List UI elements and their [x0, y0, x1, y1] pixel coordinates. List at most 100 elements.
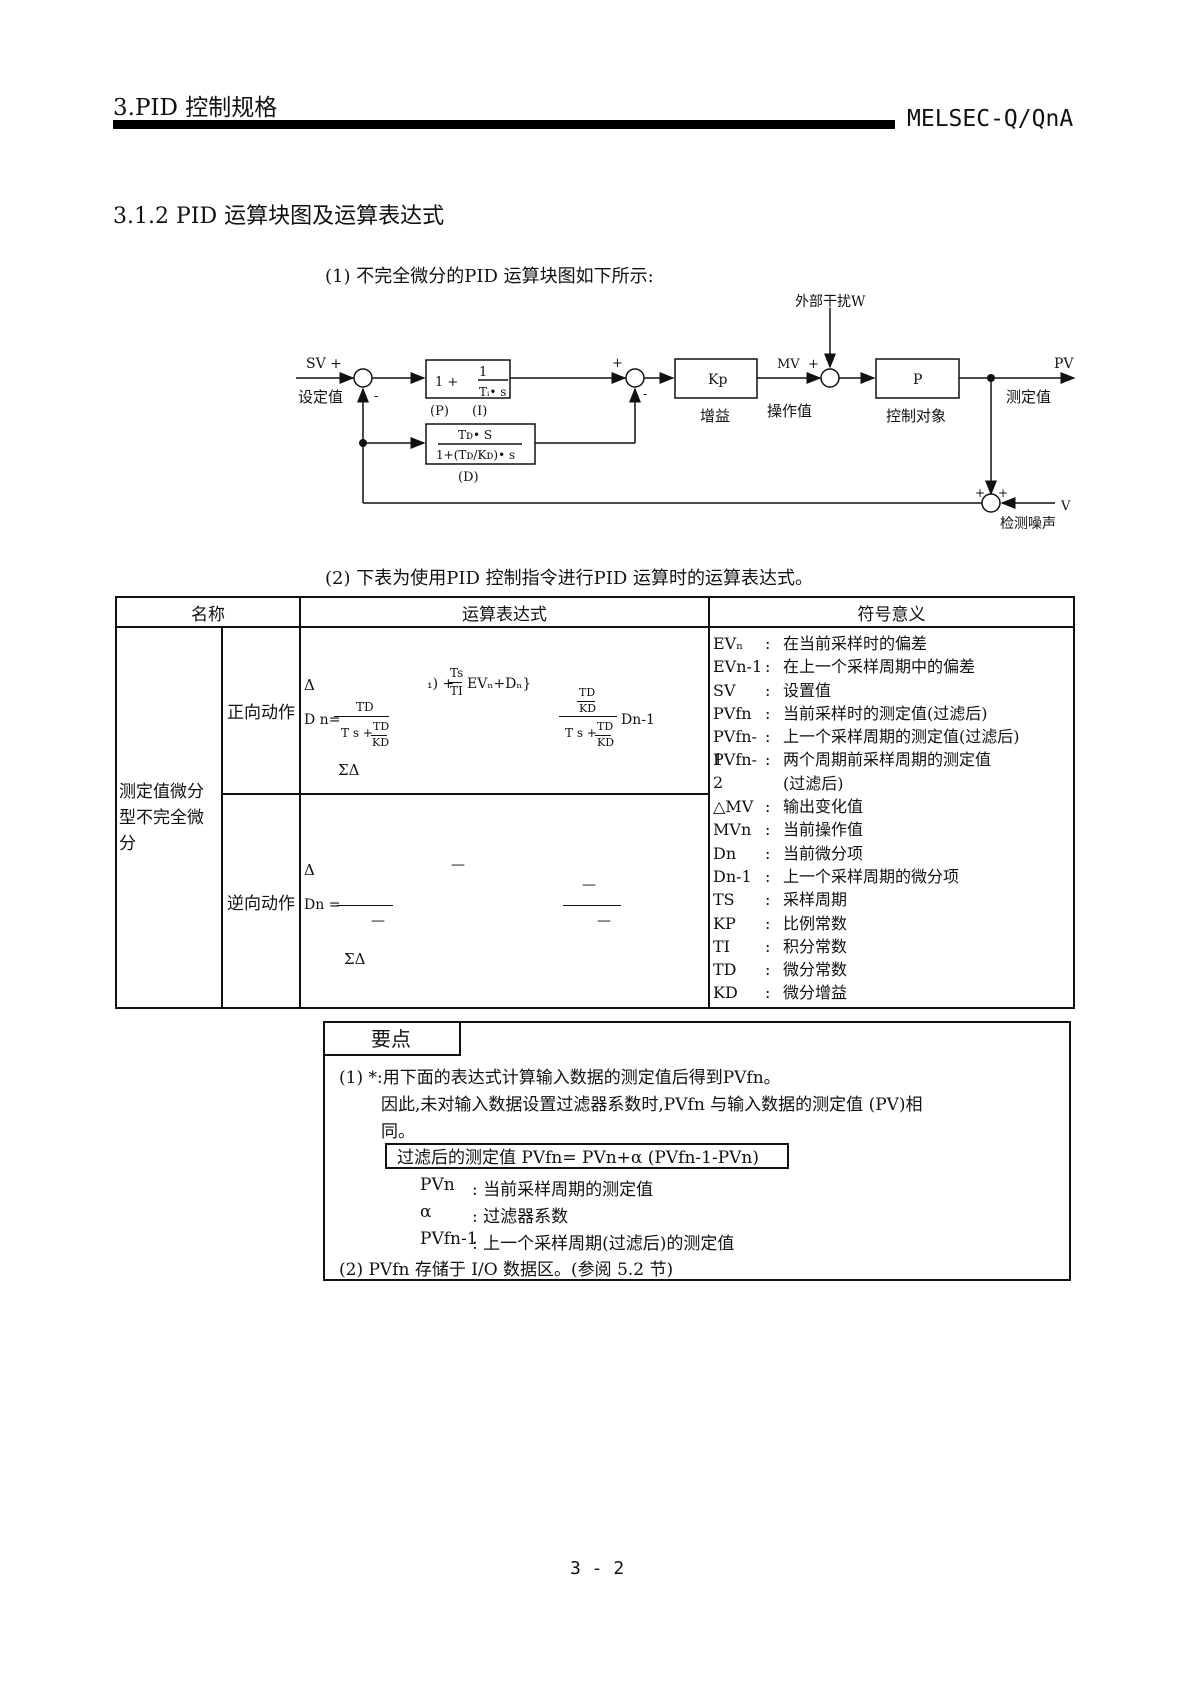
symbol-desc: 微分增益 [783, 983, 848, 1003]
type-name-cell: 测定值微分型不完全微分 [115, 626, 223, 1009]
plus-3: + [808, 357, 819, 372]
kd3: KD [579, 702, 597, 715]
symbol-colon: : [765, 843, 771, 863]
symbol-colon: : [765, 960, 771, 980]
def-key-3: PVfn-1 [420, 1229, 478, 1249]
def-key-1: PVn [420, 1175, 455, 1195]
gain-label: Kp [708, 372, 727, 388]
symbol-item: PVfn-1:上一个采样周期的测定值(过滤后) [713, 725, 1069, 769]
plant-label: P [913, 372, 922, 388]
ti: TI [450, 684, 463, 698]
page-number: 3 - 2 [570, 1558, 625, 1579]
i-tag: (I) [472, 404, 487, 419]
pi-one: 1 + [435, 375, 458, 390]
symbol-colon: : [765, 820, 771, 840]
symbol-item: Dn-1:上一个采样周期的微分项 [713, 865, 1069, 888]
symbol-desc: 比例常数 [783, 913, 848, 933]
sv-name: 设定值 [298, 388, 343, 406]
symbol-item: △MV: 输出变化值 [713, 795, 1069, 818]
symbol-desc: 当前微分项 [783, 843, 864, 863]
symbol-key: Dn [713, 843, 737, 863]
symbol-colon: : [765, 866, 771, 886]
d-den: 1+(Tᴅ/Kᴅ)• s [436, 448, 515, 462]
summing-junction-1 [353, 368, 373, 388]
key-points-title: 要点 [325, 1023, 461, 1056]
pid-block-diagram: SV + 设定值 - 1 + 1 Tᵢ• s (P) (I) Tᴅ• S 1+(… [296, 294, 1076, 532]
d-block [425, 423, 536, 465]
key-points-box: 要点 (1) *:用下面的表达式计算输入数据的测定值后得到PVfn。 因此,未对… [323, 1021, 1071, 1281]
pv-name: 测定值 [1006, 388, 1051, 406]
table-row-forward: 测定值微分型不完全微分 正向动作 Δ ₁) + Ts TI EVₙ+Dₙ} D … [115, 626, 1075, 1009]
td4: TD [597, 720, 614, 733]
dn-reverse: Dn = [304, 897, 341, 913]
dash-2: — [371, 913, 385, 929]
symbol-colon: : [765, 703, 771, 723]
symbol-desc: 输出变化值 [783, 797, 864, 817]
noise-name: 检测噪声 [1000, 516, 1056, 532]
symbol-key: △MV [713, 797, 754, 817]
symbol-key: TD [713, 960, 737, 980]
symbol-desc: 采样周期 [783, 890, 848, 910]
symbol-item: PVfn-2: 两个周期前采样周期的测定值 [713, 748, 1069, 793]
plus-2: + [612, 356, 623, 371]
symbol-key: KD [713, 983, 738, 1003]
note-line-3: 同。 [381, 1122, 415, 1142]
pv-label: PV [1054, 356, 1074, 372]
symbol-key: PVfn [713, 703, 752, 723]
symbol-desc: 上一个采样周期的微分项 [783, 866, 960, 886]
def-desc-2: : 过滤器系数 [472, 1207, 569, 1227]
symbol-item: Dn: 当前微分项 [713, 842, 1069, 865]
symbol-key: PVfn-2 [713, 750, 757, 793]
symbol-colon: : [765, 797, 771, 817]
td2: TD [373, 720, 390, 733]
symbol-colon: : [765, 750, 771, 770]
ts: Ts [450, 666, 464, 680]
symbol-desc: 上一个采样周期的测定值(过滤后) [783, 727, 1020, 747]
header-expression: 运算表达式 [299, 596, 710, 628]
symbol-colon: : [765, 727, 771, 747]
forward-formula-cell: Δ ₁) + Ts TI EVₙ+Dₙ} D n= TD T s + TD KD… [299, 626, 710, 795]
disturbance-label: 外部干扰W [795, 294, 866, 310]
noise-label: V [1060, 499, 1071, 514]
symbol-desc: 微分常数 [783, 960, 848, 980]
d-tag: (D) [458, 470, 479, 485]
plus-noise-a: + [975, 486, 985, 500]
den-b: T s + [565, 726, 597, 740]
def-desc-3: : 上一个采样周期(过滤后)的测定值 [472, 1234, 735, 1254]
den-a: T s + [341, 726, 373, 740]
frag-i: ₁) + [427, 676, 455, 692]
note-line-1: (1) *:用下面的表达式计算输入数据的测定值后得到PVfn。 [339, 1068, 781, 1088]
table-header-row: 名称 运算表达式 符号意义 [115, 596, 1075, 628]
symbol-key: MVn [713, 820, 752, 840]
chapter-title: 3.PID 控制规格 [113, 95, 278, 121]
symbol-colon: : [765, 680, 771, 700]
symbol-item: MVn:当前操作值 [713, 818, 1069, 841]
symbol-key [713, 772, 765, 795]
symbol-colon: : [765, 657, 771, 677]
symbol-desc: 两个周期前采样周期的测定值 [783, 750, 992, 770]
note-line-2: 因此,未对输入数据设置过滤器系数时,PVfn 与输入数据的测定值 (PV)相 [381, 1095, 923, 1115]
table-row-reverse: 逆向动作 Δ — Dn = — — — ΣΔ [116, 793, 1074, 1009]
gain-name: 增益 [700, 407, 730, 425]
td3: TD [579, 686, 596, 699]
summing-junction-2 [625, 368, 645, 388]
delta: Δ [304, 676, 315, 694]
kd4: KD [597, 736, 615, 749]
symbol-colon [765, 772, 783, 795]
symbol-item: SV:设置值 [713, 679, 1069, 702]
pi-den: Tᵢ• s [479, 385, 506, 399]
item-2-text: (2) 下表为使用PID 控制指令进行PID 运算时的运算表达式。 [325, 568, 813, 589]
dash-4: — [597, 913, 611, 929]
symbol-key: TS [713, 890, 735, 910]
symbol-item: KD:微分增益 [713, 981, 1069, 1004]
mv-name: 操作值 [767, 402, 812, 420]
dn-1: Dn-1 [621, 712, 655, 728]
ev-dn: EVₙ+Dₙ} [467, 676, 532, 692]
td-num: TD [356, 700, 374, 714]
reverse-label: 逆向动作 [221, 793, 301, 1009]
kd2: KD [372, 736, 390, 749]
section-title: 3.1.2 PID 运算块图及运算表达式 [113, 204, 445, 229]
expression-table: 名称 运算表达式 符号意义 测定值微分型不完全微分 正向动作 Δ ₁) + Ts… [115, 596, 1075, 1009]
delta-rev: Δ [304, 861, 315, 879]
